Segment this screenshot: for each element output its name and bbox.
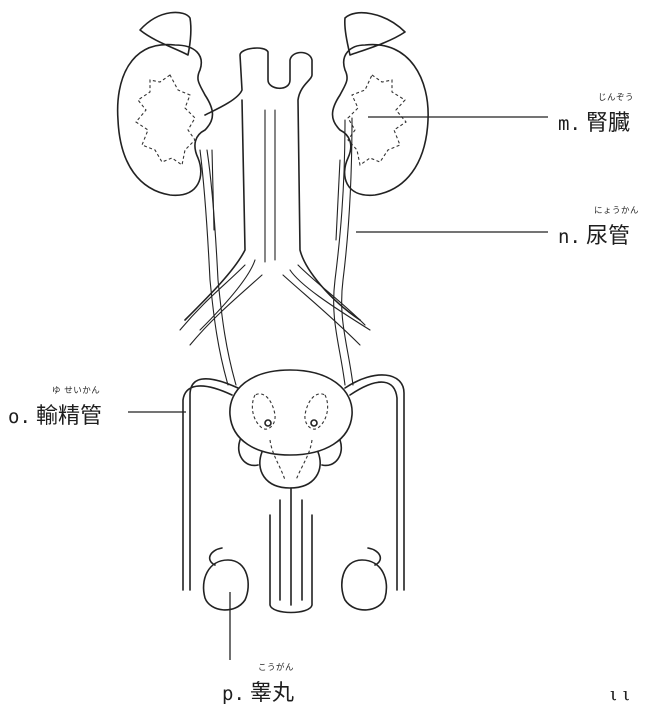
label-ureter-letter: n. (558, 226, 581, 248)
label-kidney-name: 腎臓 (586, 111, 630, 136)
left-kidney (118, 45, 213, 196)
label-testis: こうがん p. 睾丸 (222, 675, 294, 707)
label-kidney: じんぞう m. 腎臓 (558, 105, 630, 137)
label-vas-deferens-name: 輸精管 (36, 404, 102, 429)
label-ureter: にょうかん n. 尿管 (558, 218, 630, 250)
label-kidney-ruby: じんぞう (598, 91, 634, 103)
label-kidney-letter: m. (558, 113, 581, 135)
ureter-inner (212, 150, 340, 240)
right-duct-opening (311, 420, 317, 426)
corner-mark: ι ι (610, 684, 630, 705)
left-ureter (200, 150, 236, 385)
right-adrenal-gland (345, 13, 405, 55)
right-vas-deferens (345, 375, 404, 590)
iliac-vessels (180, 265, 365, 345)
right-ureter (334, 118, 353, 385)
urethra (270, 488, 312, 613)
label-testis-letter: p. (222, 683, 245, 705)
label-ureter-ruby: にょうかん (594, 204, 639, 216)
bladder (230, 370, 352, 455)
left-renal-pelvis (136, 75, 195, 165)
left-testis (204, 548, 249, 610)
ejaculatory-ducts (270, 440, 312, 480)
label-vas-deferens: ゆ せいかん o. 輸精管 (8, 398, 102, 430)
right-renal-pelvis (348, 75, 406, 165)
label-vas-deferens-letter: o. (8, 406, 31, 428)
left-duct-opening (265, 420, 271, 426)
right-testis (342, 548, 387, 610)
label-ureter-name: 尿管 (586, 224, 630, 249)
label-vas-deferens-ruby: ゆ せいかん (52, 384, 100, 396)
label-testis-name: 睾丸 (250, 681, 294, 706)
label-testis-ruby: こうがん (258, 661, 294, 673)
right-kidney (333, 45, 429, 196)
